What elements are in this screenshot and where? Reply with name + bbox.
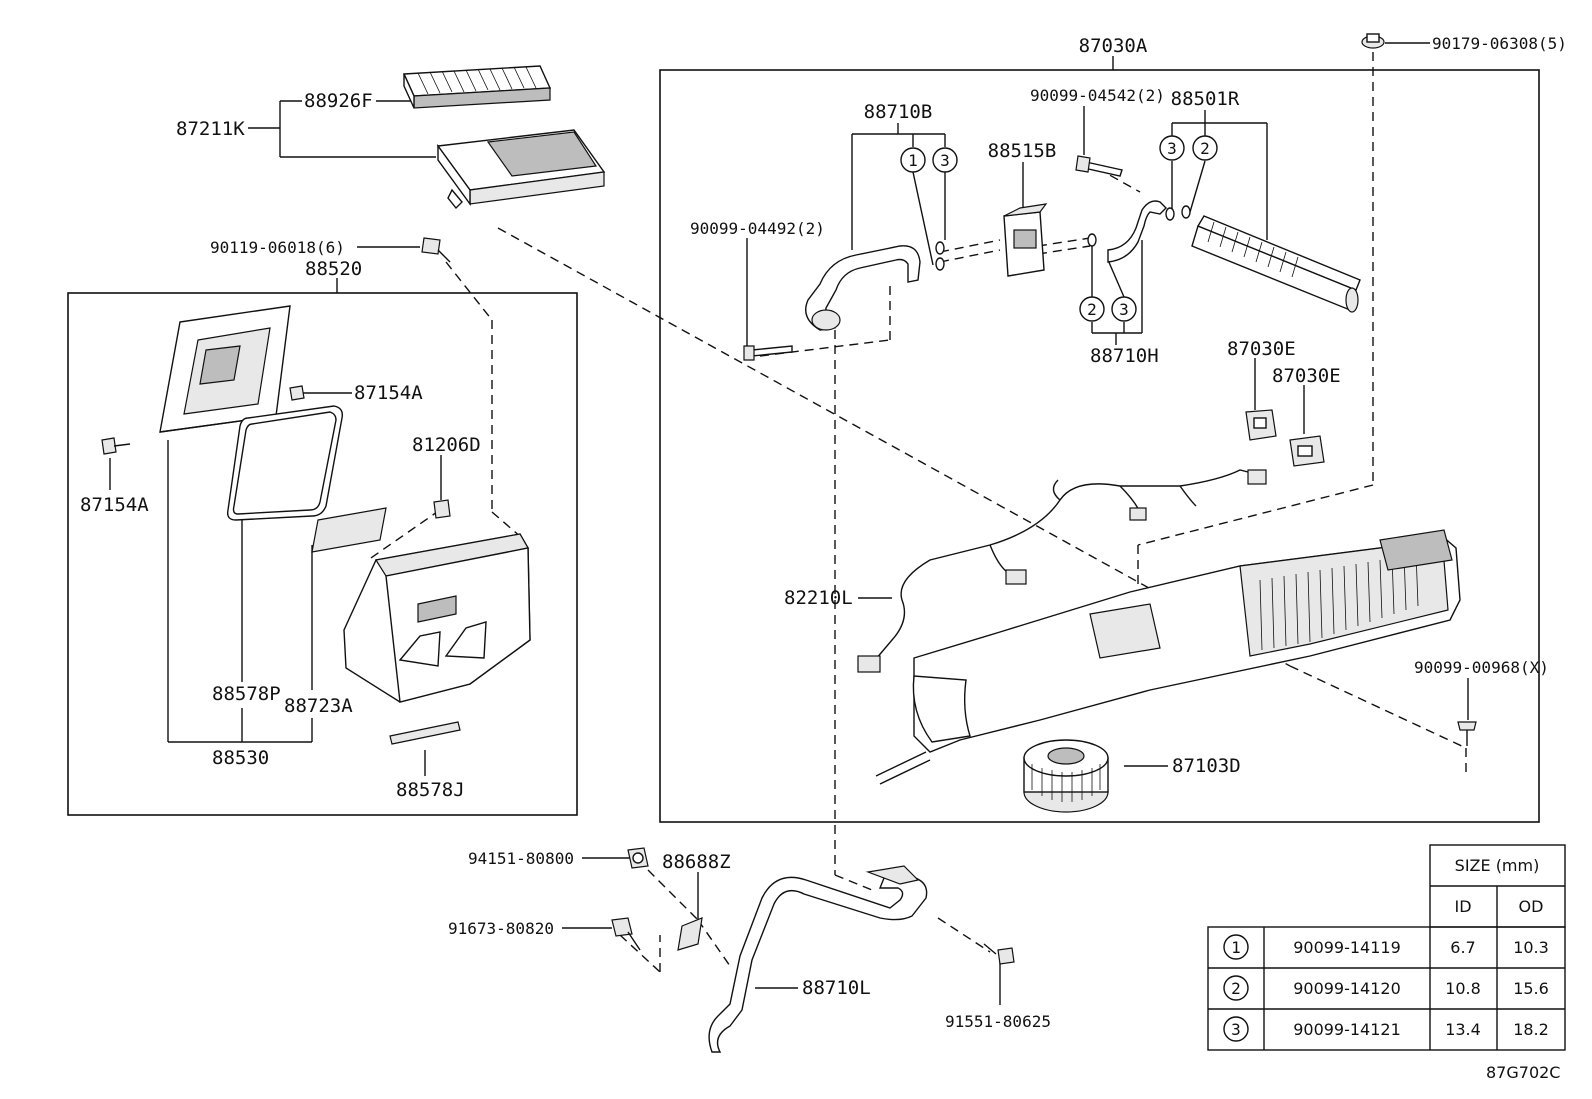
svg-text:90099-14121: 90099-14121 bbox=[1293, 1020, 1401, 1039]
bolt-90099-04542 bbox=[1075, 155, 1123, 177]
callout-88501R-3: 3 bbox=[1159, 135, 1185, 161]
label-90099-00968: 90099-00968(X) bbox=[1414, 658, 1549, 677]
suction-tube-88710B bbox=[805, 241, 945, 331]
air-conditioner-unit-frame bbox=[659, 69, 1540, 823]
label-88710L: 88710L bbox=[802, 977, 871, 999]
label-87030E-a: 87030E bbox=[1227, 338, 1296, 360]
label-87154A-top: 87154A bbox=[354, 382, 423, 404]
blower-subassembly-frame bbox=[67, 292, 578, 816]
ac-unit-housing bbox=[875, 529, 1461, 785]
expansion-valve-88515B bbox=[1003, 203, 1048, 277]
svg-text:2: 2 bbox=[1087, 300, 1097, 319]
blower-case-88530 bbox=[343, 533, 531, 703]
label-88710H: 88710H bbox=[1090, 345, 1159, 367]
callout-88710H-2: 2 bbox=[1079, 296, 1105, 322]
label-81206D: 81206D bbox=[412, 434, 481, 456]
svg-text:1: 1 bbox=[1231, 938, 1241, 957]
label-88520: 88520 bbox=[305, 258, 362, 280]
svg-text:2: 2 bbox=[1231, 979, 1241, 998]
screw-87154A-left bbox=[101, 437, 131, 455]
air-filter-88926F bbox=[402, 65, 552, 109]
nut-94151 bbox=[627, 847, 649, 869]
callout-88710B-1: 1 bbox=[900, 147, 926, 173]
svg-text:90099-14119: 90099-14119 bbox=[1293, 938, 1401, 957]
svg-text:3: 3 bbox=[1167, 139, 1177, 158]
svg-text:15.6: 15.6 bbox=[1513, 979, 1549, 998]
label-88530: 88530 bbox=[212, 747, 269, 769]
tube-88710L bbox=[708, 865, 928, 1053]
label-88501R: 88501R bbox=[1171, 88, 1240, 110]
svg-text:3: 3 bbox=[940, 151, 950, 170]
svg-text:90099-14120: 90099-14120 bbox=[1293, 979, 1401, 998]
label-90099-04492: 90099-04492(2) bbox=[690, 219, 825, 238]
svg-text:6.7: 6.7 bbox=[1450, 938, 1475, 957]
o-ring-size-table: SIZE (mm) ID OD 1 90099-14119 6.7 10.3 2… bbox=[1207, 844, 1566, 1051]
label-87154A-left: 87154A bbox=[80, 494, 149, 516]
svg-text:13.4: 13.4 bbox=[1445, 1020, 1481, 1039]
size-table-row: 2 90099-14120 10.8 15.6 bbox=[1223, 975, 1549, 1001]
label-88710B: 88710B bbox=[864, 101, 933, 123]
label-88515B: 88515B bbox=[988, 140, 1057, 162]
connector-87030E-b bbox=[1289, 435, 1325, 467]
liquid-tube-88710H bbox=[1087, 200, 1167, 263]
label-88723A: 88723A bbox=[284, 695, 353, 717]
label-91551-80625: 91551-80625 bbox=[945, 1012, 1051, 1031]
wire-harness-82210L bbox=[857, 469, 1267, 673]
bracket-88688Z bbox=[677, 917, 703, 951]
bolt-91673 bbox=[611, 917, 641, 951]
size-table-col-od: OD bbox=[1519, 897, 1544, 916]
label-90119-06018: 90119-06018(6) bbox=[210, 238, 345, 257]
seal-88723A bbox=[311, 507, 387, 553]
bolt-90119 bbox=[421, 237, 451, 263]
gasket-88578P bbox=[226, 405, 344, 521]
svg-text:3: 3 bbox=[1119, 300, 1129, 319]
label-88578J: 88578J bbox=[396, 779, 465, 801]
bolt-91551 bbox=[983, 943, 1015, 965]
label-91673-80820: 91673-80820 bbox=[448, 919, 554, 938]
label-90179-06308: 90179-06308(5) bbox=[1432, 34, 1567, 53]
leader-lines bbox=[109, 42, 1469, 1005]
size-table-col-id: ID bbox=[1454, 897, 1471, 916]
callout-88501R-2: 2 bbox=[1192, 135, 1218, 161]
screw-87154A-top bbox=[289, 385, 305, 401]
size-table-title: SIZE (mm) bbox=[1455, 856, 1540, 875]
screw-90099-00968 bbox=[1457, 721, 1477, 746]
blower-cover-panel bbox=[159, 305, 291, 433]
seal-88578J bbox=[389, 721, 461, 745]
svg-text:2: 2 bbox=[1200, 139, 1210, 158]
nut-90179 bbox=[1361, 33, 1385, 49]
label-88578P: 88578P bbox=[212, 683, 281, 705]
label-87030A: 87030A bbox=[1079, 35, 1148, 57]
label-82210L: 82210L bbox=[784, 587, 853, 609]
size-table-row: 3 90099-14121 13.4 18.2 bbox=[1223, 1016, 1549, 1042]
svg-text:10.3: 10.3 bbox=[1513, 938, 1549, 957]
svg-text:18.2: 18.2 bbox=[1513, 1020, 1549, 1039]
part-labels: 87030A 90179-06308(5) 88926F 87211K 8871… bbox=[80, 34, 1567, 1082]
size-table-row: 1 90099-14119 6.7 10.3 bbox=[1223, 934, 1549, 960]
label-87211K: 87211K bbox=[176, 118, 245, 140]
connector-87030E-a bbox=[1245, 409, 1277, 441]
evaporator-88501R bbox=[1165, 205, 1361, 313]
label-87030E-b: 87030E bbox=[1272, 365, 1341, 387]
clip-81206D bbox=[433, 499, 451, 519]
label-90099-04542: 90099-04542(2) bbox=[1030, 86, 1165, 105]
svg-text:10.8: 10.8 bbox=[1445, 979, 1481, 998]
diagram-code: 87G702C bbox=[1486, 1063, 1560, 1082]
label-88926F: 88926F bbox=[304, 90, 373, 112]
callout-88710B-3: 3 bbox=[932, 147, 958, 173]
label-88688Z: 88688Z bbox=[662, 851, 731, 873]
filter-case-87211K bbox=[436, 129, 606, 210]
bolt-90099-04492 bbox=[743, 345, 793, 361]
svg-text:1: 1 bbox=[908, 151, 918, 170]
callout-88710H-3: 3 bbox=[1111, 296, 1137, 322]
label-94151-80800: 94151-80800 bbox=[468, 849, 574, 868]
blower-motor-87103D bbox=[1023, 739, 1109, 813]
label-87103D: 87103D bbox=[1172, 755, 1241, 777]
svg-text:3: 3 bbox=[1231, 1020, 1241, 1039]
